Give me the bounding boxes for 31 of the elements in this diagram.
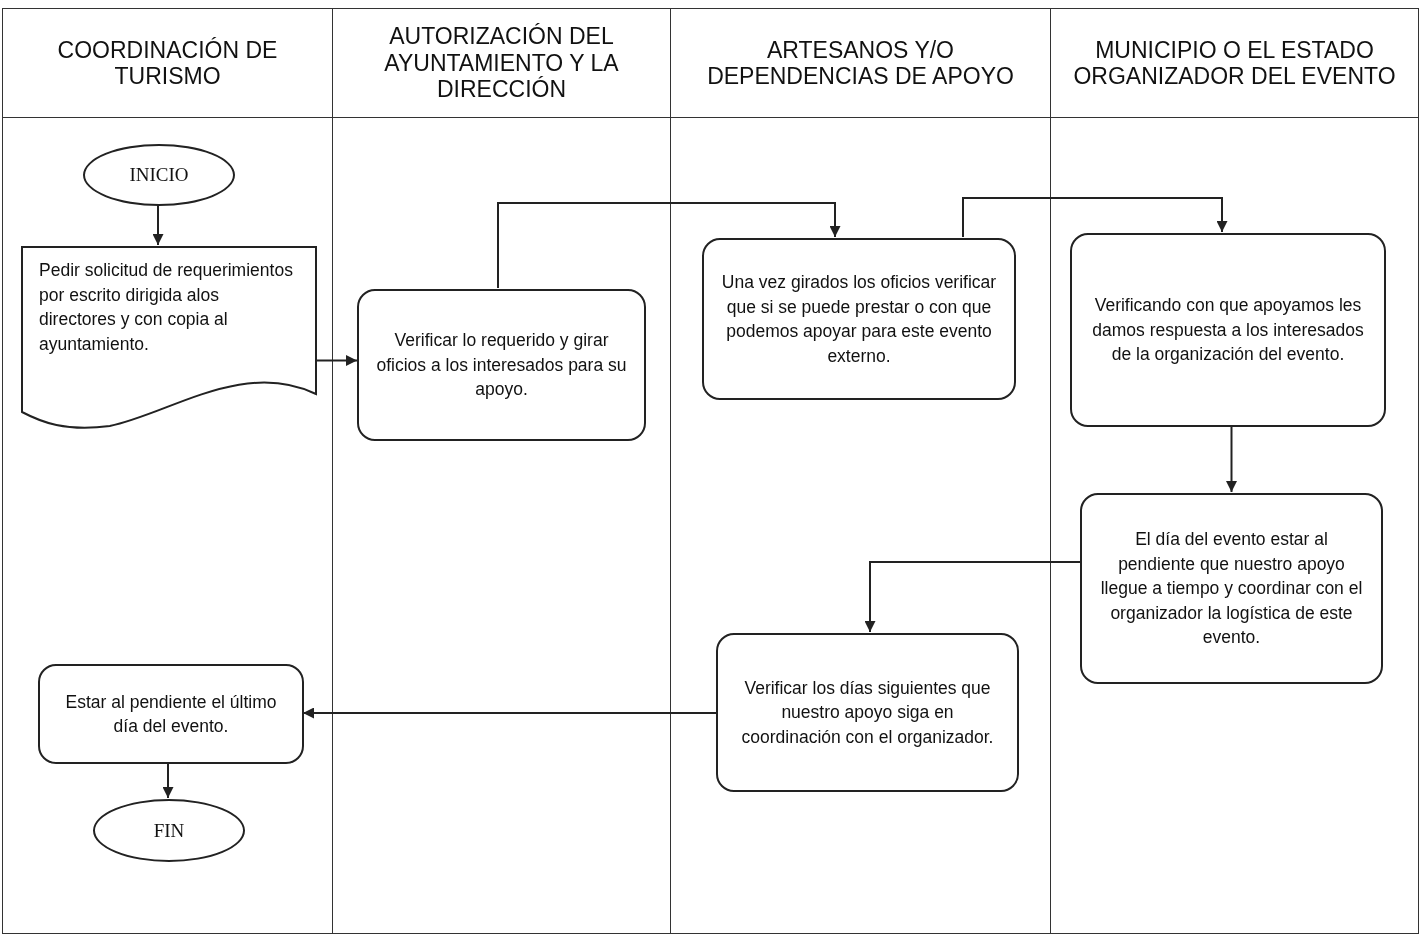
swimlane [333, 8, 671, 934]
process-box [716, 633, 1019, 792]
lane-heading: MUNICIPIO O EL ESTADO ORGANIZADOR DEL EVENTO [1072, 36, 1397, 90]
step-text: Verificar lo requerido y girar oficios a los interesados para su apoyo. [375, 329, 628, 402]
lane-heading: COORDINACIÓN DE TURISMO [56, 36, 279, 90]
step-text: Verificar los días siguientes que nuestro apoyo siga en coordinación con el organizador. [740, 676, 995, 749]
arrow [1226, 425, 1237, 493]
lane-heading: AUTORIZACIÓN DEL AYUNTAMIENTO Y LA DIRECCIÓN [383, 23, 620, 103]
step-text: Estar al pendiente el último día del evento. [64, 690, 278, 738]
swimlane [2, 8, 333, 934]
process-box [1080, 493, 1383, 684]
arrow [302, 707, 717, 719]
arrow [152, 204, 164, 246]
step-text: Pedir solicitud de requerimientos por escrito dirigida alos directores y con copia al ayuntamiento. [38, 259, 294, 356]
step-text: Verificando con que apoyamos les damos respuesta a los interesados de la organización del evento. [1091, 294, 1365, 367]
lane-heading: ARTESANOS Y/O DEPENDENCIAS DE APOYO [706, 36, 1015, 90]
step-text: Una vez girados los oficios verificar que si se puede prestar o con que podemos apoyar para este evento externo. [720, 271, 998, 368]
arrow [315, 355, 358, 366]
arrow [962, 197, 1228, 238]
terminal-label: FIN [153, 819, 185, 842]
arrow [497, 202, 841, 289]
process-box [1070, 233, 1386, 427]
swimlane [1051, 8, 1419, 934]
terminal-label: INICIO [129, 164, 189, 186]
process-box [38, 664, 304, 764]
step-text: El día del evento estar al pendiente que nuestro apoyo llegue a tiempo y coordinar con el organizador la logística de este evento. [1099, 528, 1364, 650]
process-box [357, 289, 646, 441]
arrow [162, 762, 174, 799]
swimlane [671, 8, 1051, 934]
process-box [702, 238, 1016, 400]
arrow [864, 561, 1081, 633]
